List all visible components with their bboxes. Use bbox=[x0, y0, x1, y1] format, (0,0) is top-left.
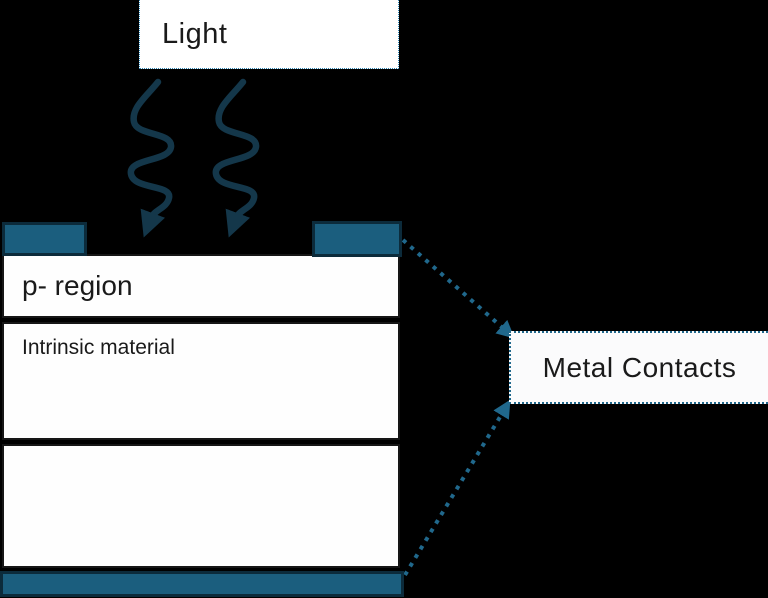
light-label: Light bbox=[162, 17, 228, 50]
dotted-arrow-from-bottom-contact bbox=[403, 399, 511, 577]
intrinsic-layer: Intrinsic material bbox=[2, 322, 400, 440]
light-wave-arrow-right bbox=[212, 78, 260, 238]
intrinsic-label: Intrinsic material bbox=[22, 336, 175, 359]
metal-contacts-label-box: Metal Contacts bbox=[509, 331, 768, 404]
metal-contacts-label: Metal Contacts bbox=[542, 351, 737, 383]
p-region-label: p- region bbox=[22, 270, 133, 301]
light-wave-arrow-left bbox=[127, 78, 175, 238]
light-label-box: Light bbox=[139, 0, 399, 69]
top-right-metal-contact bbox=[312, 221, 402, 257]
top-left-metal-contact bbox=[2, 222, 87, 256]
n-region-layer bbox=[2, 444, 400, 568]
dotted-arrow-from-top-contact bbox=[401, 238, 515, 339]
p-region-layer: p- region bbox=[2, 254, 400, 318]
bottom-metal-contact bbox=[0, 571, 404, 597]
